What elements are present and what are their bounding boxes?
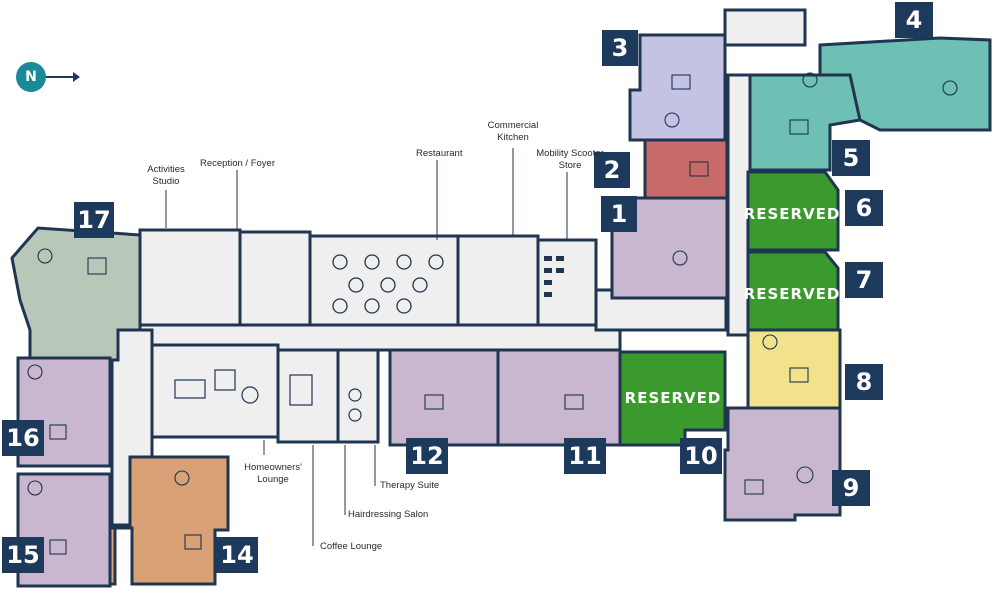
apartment-12-badge[interactable]: 12 [406, 438, 448, 474]
label-restaurant: Restaurant [416, 148, 463, 159]
reserved-outlines [618, 170, 840, 447]
hairdressing-salon-area [336, 348, 380, 444]
apartment-15-badge[interactable]: 15 [2, 537, 44, 573]
apartment-9-badge[interactable]: 9 [832, 470, 870, 506]
apartment-12-plan [388, 348, 500, 447]
apartment-6-reserved[interactable]: RESERVED [743, 205, 841, 223]
activities-studio-area [138, 228, 242, 327]
apartment-5-badge[interactable]: 5 [832, 140, 870, 176]
label-reception-foyer: Reception / Foyer [200, 158, 275, 169]
apartment-11-badge[interactable]: 11 [564, 438, 606, 474]
apartment-4-badge[interactable]: 4 [895, 2, 933, 38]
apartment-16-badge[interactable]: 16 [2, 420, 44, 456]
apartment-1-badge[interactable]: 1 [601, 196, 637, 232]
apartment-11-plan [496, 348, 622, 447]
label-commercial-kitchen: Commercial Kitchen [487, 120, 539, 143]
apartment-10-reserved[interactable]: RESERVED [624, 389, 722, 407]
apartment-2-plan [643, 138, 729, 200]
lounge-furniture [174, 369, 362, 422]
label-coffee-lounge: Coffee Lounge [320, 541, 383, 552]
common-areas [110, 8, 807, 527]
apartments [10, 33, 992, 588]
apartment-17-badge[interactable]: 17 [74, 202, 114, 238]
label-activities-studio: Activities Studio [147, 164, 185, 187]
apartment-14-plan [108, 455, 230, 586]
restaurant-tables [332, 254, 444, 314]
apartment-3-plan [628, 33, 727, 142]
label-therapy-suite: Therapy Suite [380, 480, 440, 491]
coffee-lounge-area [276, 348, 340, 444]
reception-foyer-area [238, 230, 312, 327]
label-homeowners-lounge: Homeowners' Lounge [244, 462, 302, 485]
apartment-14-badge[interactable]: 14 [216, 537, 258, 573]
scooter-bays [544, 256, 564, 297]
apartment-8-plan [746, 328, 842, 410]
homeowners-lounge-area [146, 343, 280, 439]
apartment-5-plan [748, 73, 862, 172]
apartment-7-badge[interactable]: 7 [845, 262, 883, 298]
label-mobility-scooter-store: Mobility Scooter Store [536, 148, 604, 171]
north-arrow-icon: N [16, 62, 46, 92]
commercial-kitchen-area [456, 234, 540, 327]
restaurant-area [308, 234, 460, 327]
apartment-3-badge[interactable]: 3 [602, 30, 638, 66]
label-hairdressing-salon: Hairdressing Salon [348, 509, 429, 520]
apartment-9-plan [723, 406, 842, 522]
apartment-furniture [27, 72, 958, 555]
north-arrow-pointer [46, 72, 80, 82]
apartment-6-badge[interactable]: 6 [845, 190, 883, 226]
apartment-2-badge[interactable]: 2 [594, 152, 630, 188]
apartment-10-badge[interactable]: 10 [680, 438, 722, 474]
stair-core-area [723, 8, 807, 47]
apartment-8-badge[interactable]: 8 [845, 364, 883, 400]
apartment-7-reserved[interactable]: RESERVED [743, 285, 841, 303]
